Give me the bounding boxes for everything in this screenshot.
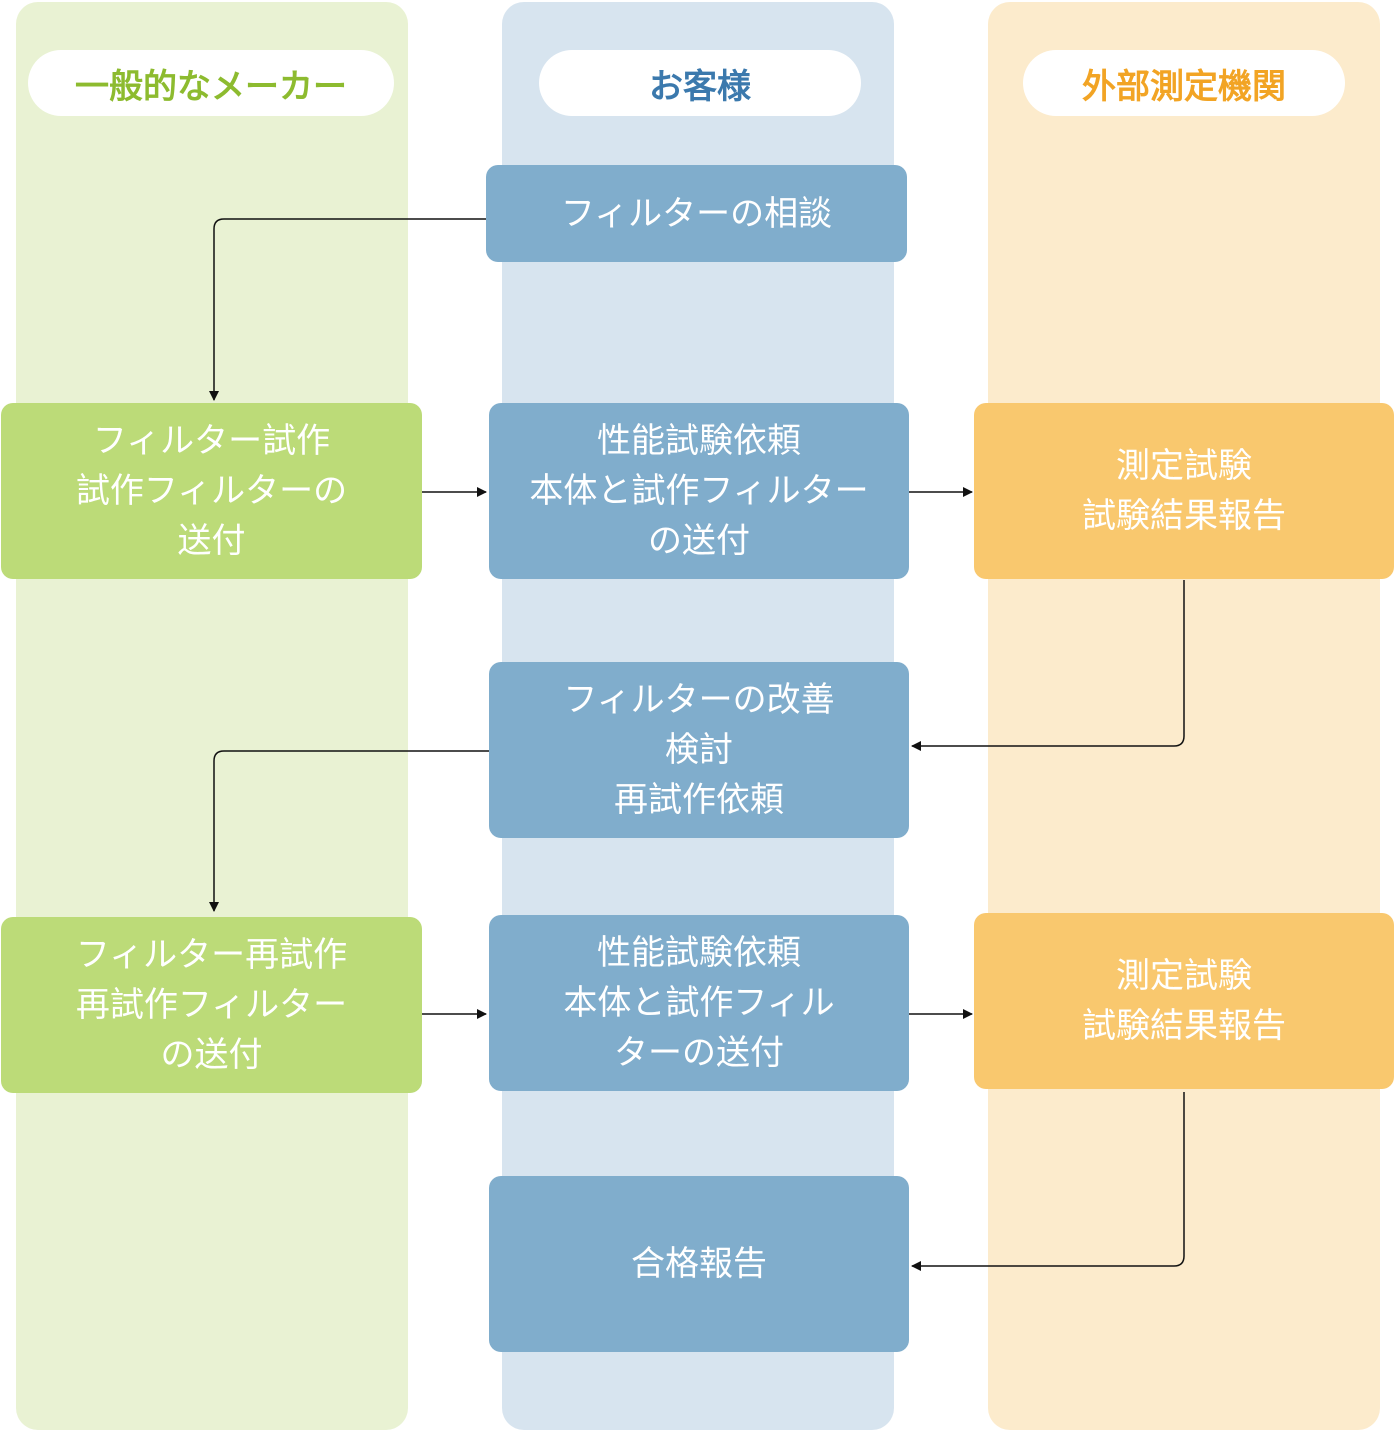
box-lab-test-1: 測定試験 試験結果報告 <box>974 403 1394 579</box>
box-customer-improve: フィルターの改善 検討 再試作依頼 <box>489 662 909 838</box>
lane-lab <box>988 2 1380 1430</box>
box-customer-request-2: 性能試験依頼 本体と試作フィル ターの送付 <box>489 915 909 1091</box>
lane-header-maker: 一般的なメーカー <box>28 50 394 116</box>
lane-maker <box>16 2 408 1430</box>
box-consult: フィルターの相談 <box>486 165 907 262</box>
box-pass-report: 合格報告 <box>489 1176 909 1352</box>
lane-header-customer: お客様 <box>539 50 861 116</box>
box-maker-trial: フィルター試作 試作フィルターの 送付 <box>1 403 422 579</box>
box-lab-test-2: 測定試験 試験結果報告 <box>974 913 1394 1089</box>
box-customer-request-1: 性能試験依頼 本体と試作フィルター の送付 <box>489 403 909 579</box>
box-maker-retrial: フィルター再試作 再試作フィルター の送付 <box>1 917 422 1093</box>
lane-header-lab: 外部測定機関 <box>1023 50 1345 116</box>
